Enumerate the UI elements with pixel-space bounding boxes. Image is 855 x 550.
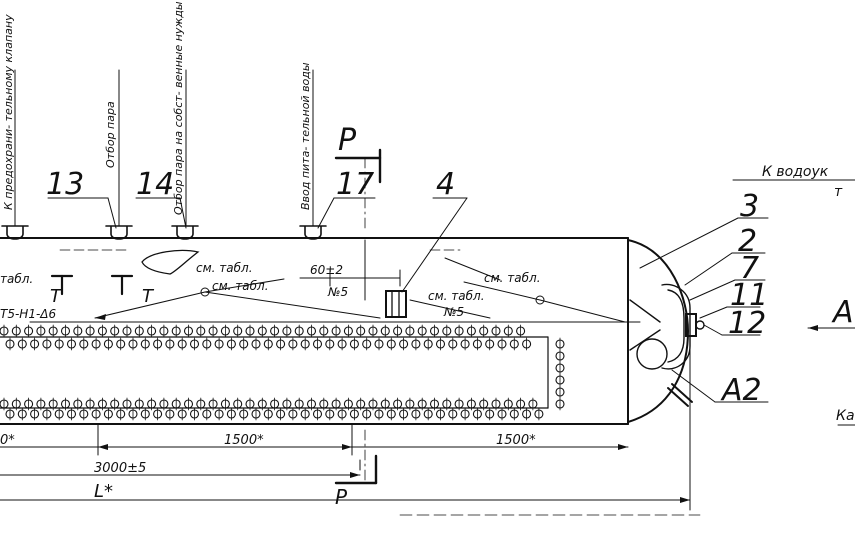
dim-L: L* bbox=[94, 481, 113, 502]
note-see-table-2: см. табл. bbox=[212, 279, 269, 293]
perforation-holes-right bbox=[555, 337, 565, 411]
position-13: 13 bbox=[46, 167, 84, 202]
dim-60: 60±2 bbox=[310, 263, 343, 277]
right-note-bottom: Ка bbox=[836, 408, 855, 424]
dimension-arrows bbox=[95, 314, 818, 503]
perforation-holes-top bbox=[0, 324, 532, 351]
position-11: 11 bbox=[730, 278, 768, 313]
perforation-holes-bottom bbox=[0, 397, 544, 421]
position-2: 2 bbox=[738, 224, 757, 259]
position-3: 3 bbox=[740, 189, 759, 224]
nozzle-label-own-needs: Отбор пара на собст- венные нужды bbox=[172, 1, 185, 215]
note-see-table-1: см. табл. bbox=[196, 261, 253, 275]
weld-no5-2: №5 bbox=[443, 305, 464, 319]
note-see-table-4: см. табл. bbox=[428, 289, 485, 303]
dim-left: 0* bbox=[0, 433, 15, 448]
dim-1500-b: 1500* bbox=[496, 433, 536, 448]
end-head-fittings bbox=[629, 283, 705, 407]
position-14: 14 bbox=[136, 167, 174, 202]
position-12: 12 bbox=[728, 306, 766, 341]
position-a2: А2 bbox=[720, 373, 762, 408]
section-p-top: Р bbox=[338, 123, 357, 158]
section-markers bbox=[334, 148, 382, 485]
view-a: А bbox=[831, 295, 854, 330]
nozzle-label-steam-outlet: Отбор пара bbox=[104, 101, 117, 168]
position-4: 4 bbox=[436, 167, 455, 202]
right-note-top: К водоук bbox=[762, 164, 829, 180]
position-17: 17 bbox=[336, 167, 374, 202]
internal-devices bbox=[50, 249, 545, 318]
nozzle-label-safety-valve: К предохрани- тельному клапану bbox=[2, 14, 15, 210]
section-t1: Т bbox=[50, 286, 63, 307]
leader-lines bbox=[47, 179, 855, 403]
right-note-top2: т bbox=[834, 184, 843, 200]
dim-3000: 3000±5 bbox=[94, 461, 146, 476]
dim-1500-a: 1500* bbox=[224, 433, 264, 448]
nozzles bbox=[1, 69, 327, 240]
section-p-bottom: Р bbox=[335, 485, 348, 509]
note-see-table-3: см. табл. bbox=[484, 271, 541, 285]
nozzle-label-feedwater: Ввод пита- тельной воды bbox=[299, 62, 312, 210]
section-t2: Т bbox=[142, 286, 155, 307]
weld-left: Т5-Н1-Δ6 bbox=[0, 307, 56, 321]
weld-no5-1: №5 bbox=[327, 285, 348, 299]
note-see-table-left: табл. bbox=[0, 272, 33, 286]
drum-body bbox=[0, 237, 690, 425]
position-7: 7 bbox=[740, 251, 759, 286]
